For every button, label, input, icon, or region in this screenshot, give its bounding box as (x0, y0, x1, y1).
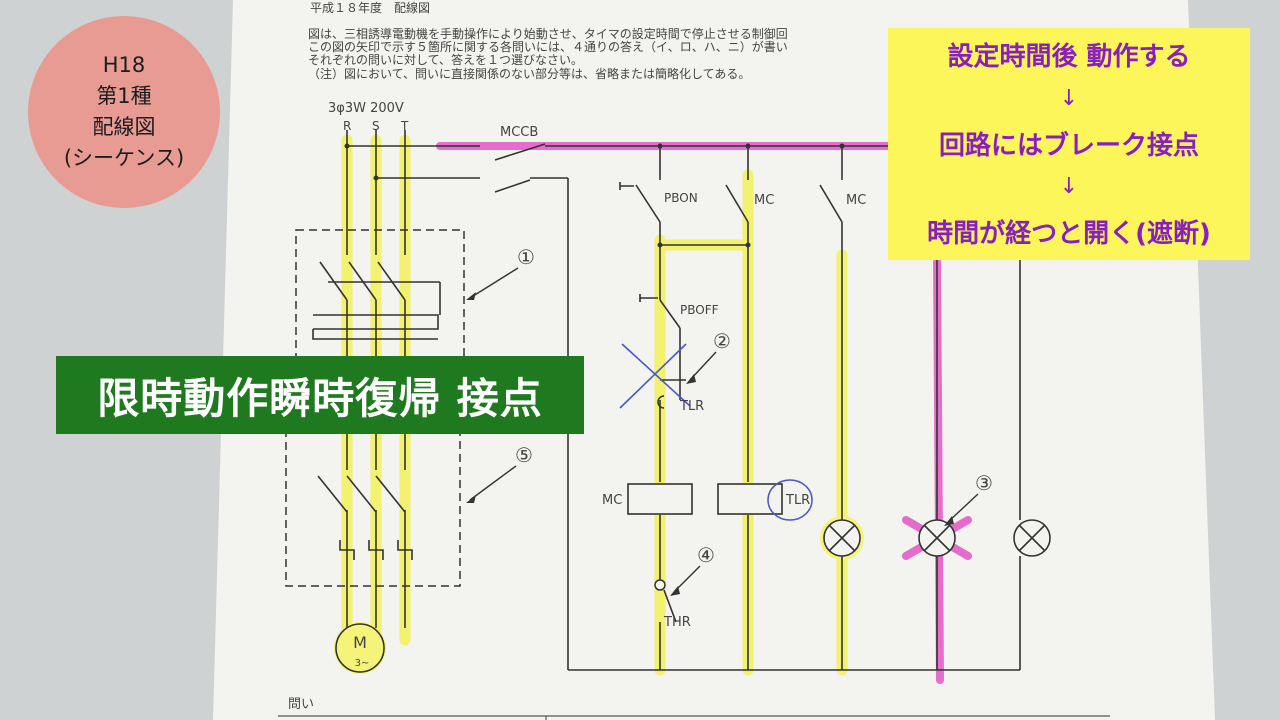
note-line-1: 設定時間後 動作する (947, 42, 1191, 72)
mc-aux-label-2: MC (846, 193, 866, 208)
supply-label: 3φ3W 200V (328, 101, 404, 116)
mc-aux-label-1: MC (754, 193, 774, 208)
callout-arrowheads (466, 292, 954, 596)
pb-on-label: PBON (664, 191, 698, 205)
callout-2: ② (713, 329, 731, 353)
phase-r-label: R (343, 119, 351, 133)
question-label: 問い (288, 697, 314, 712)
badge-line-2: 第1種 (96, 84, 152, 108)
tlr-coil-label: TLR (785, 493, 810, 508)
lamp-3 (1013, 519, 1051, 557)
explanation-note: 設定時間後 動作する ↓ 回路にはブレーク接点 ↓ 時間が経つと開く(遮断) (888, 28, 1250, 260)
note-arrow-2: ↓ (1059, 174, 1079, 200)
note-line-3: 時間が経つと開く(遮断) (927, 219, 1211, 249)
callout-4: ④ (697, 543, 715, 567)
lamp-2 (918, 519, 956, 557)
tlr-delay-symbol (657, 395, 665, 409)
tlr-contact-label: TLR (679, 399, 704, 414)
paper-intro-1: 図は、三相誘導電動機を手動操作により始動させ、タイマの設定時間で停止させる制御回 (308, 26, 788, 41)
tlr-cross-line-2 (619, 343, 687, 409)
thr-contact-circle (654, 579, 666, 591)
thr-label: THR (663, 615, 691, 630)
callout-1: ① (517, 245, 535, 269)
motor-label: M (353, 633, 367, 652)
mc-coil (627, 483, 693, 515)
contact-type-banner: 限時動作瞬時復帰 接点 (56, 356, 584, 434)
phase-dots (344, 143, 940, 248)
badge-line-3: 配線図 (92, 115, 156, 139)
motor-sublabel: 3~ (355, 658, 370, 669)
phase-s-label: S (372, 119, 380, 133)
motor-circle (335, 623, 385, 673)
note-line-2: 回路にはブレーク接点 (938, 130, 1199, 161)
tlr-coil-circle (767, 479, 813, 521)
paper-header: 平成１８年度 配線図 (310, 0, 430, 15)
paper-intro-2: この図の矢印で示す５箇所に関する各問いには、４通りの答え（イ、ロ、ハ、ニ）が書い (308, 39, 788, 54)
badge-line-4: (シーケンス) (63, 146, 185, 170)
banner-text: 限時動作瞬時復帰 接点 (97, 373, 543, 423)
paper-intro-4: （注）図において、問いに直接関係のない部分等は、省略または簡略化してある。 (308, 66, 750, 81)
motor-highlight (334, 622, 386, 674)
note-arrow-1: ↓ (1059, 85, 1079, 111)
badge-line-1: H18 (102, 53, 146, 77)
mccb-label: MCCB (500, 125, 538, 140)
paper-intro-3: それぞれの問いに対して、答えを１つ選びなさい。 (308, 52, 583, 67)
callout-3: ③ (975, 471, 993, 495)
mc-coil-label: MC (602, 493, 622, 508)
exam-badge: H18 第1種 配線図 (シーケンス) (28, 16, 220, 208)
lamp-1 (823, 519, 861, 557)
pb-off-label: PBOFF (680, 303, 719, 317)
tlr-cross-line-1 (621, 343, 691, 407)
phase-t-label: T (400, 119, 409, 133)
callout-5: ⑤ (515, 443, 533, 467)
